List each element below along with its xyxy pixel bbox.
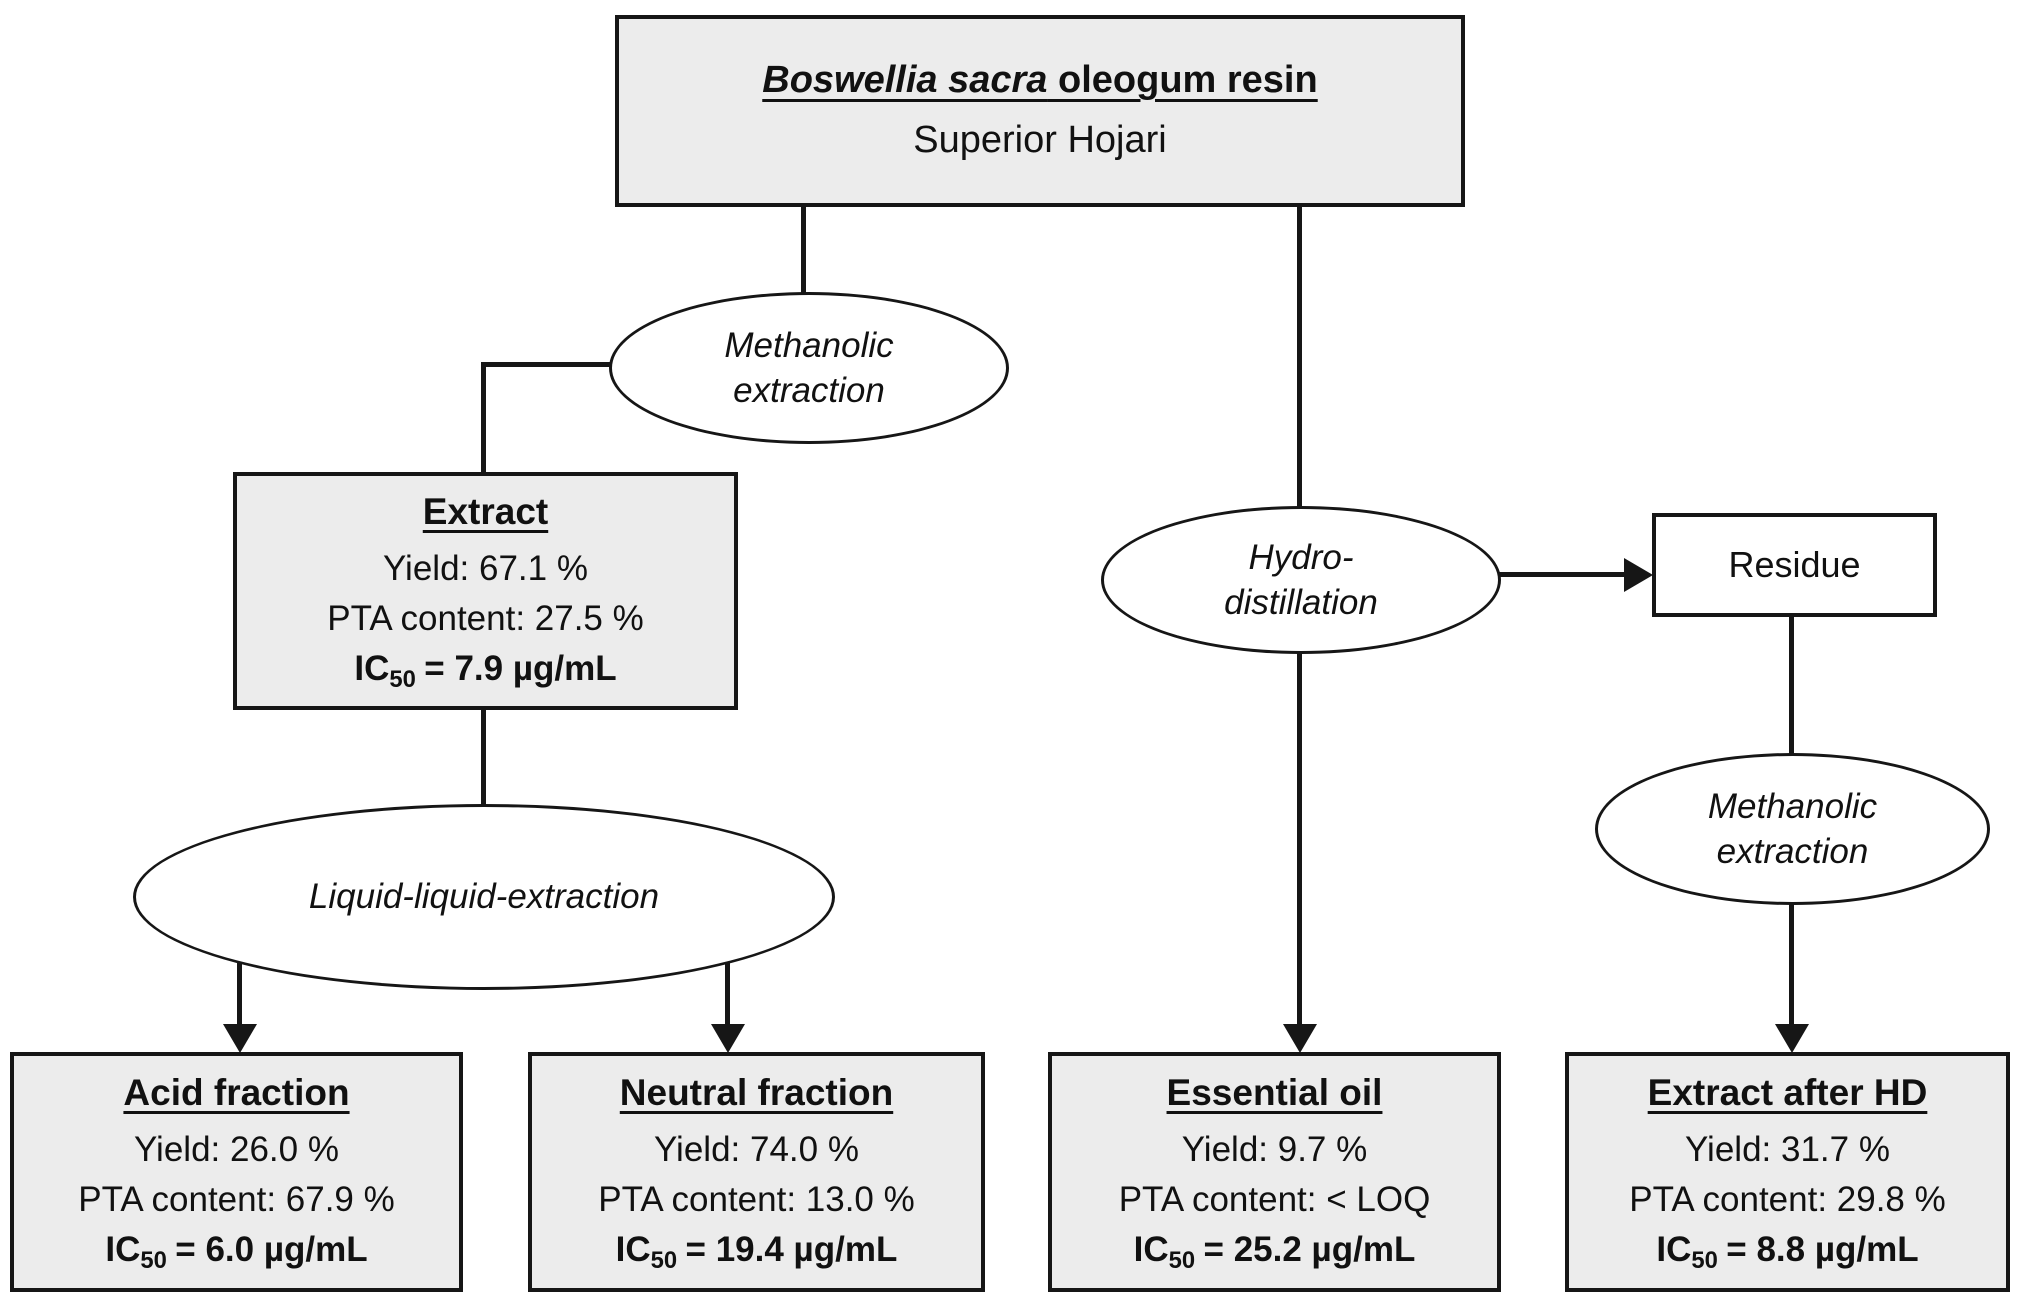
connector-methanolic-left-horizontal [481,362,641,367]
hydro-distillation-line1: Hydro- [1248,537,1354,577]
connector-methanolic-left-vertical [481,362,486,480]
connector-lle-to-neutral [725,930,730,1030]
residue-box-label: Residue [1728,544,1861,586]
acid-fraction-ic50: IC50 = 6.0 µg/mL [105,1225,367,1278]
ic-subscript: 50 [140,1246,167,1274]
methanolic-extraction-right-line1: Methanolic [1707,786,1878,826]
essential-oil-pta: PTA content: < LOQ [1118,1179,1431,1219]
liquid-liquid-extraction-label: Liquid-liquid-extraction [308,877,660,917]
neutral-fraction-title: Neutral fraction [619,1071,894,1113]
source-box-subtitle: Superior Hojari [913,119,1167,161]
extract-box-pta: PTA content: 27.5 % [327,598,644,638]
methanolic-extraction-left-line1: Methanolic [724,325,894,365]
ic-subscript: 50 [1691,1246,1718,1274]
arrowhead-neutral-fraction [711,1024,745,1053]
essential-oil-title: Essential oil [1166,1071,1383,1113]
essential-oil-box: Essential oil Yield: 9.7 % PTA content: … [1048,1052,1501,1292]
ic-value: = 7.9 µg/mL [424,648,617,688]
ic-subscript: 50 [1168,1246,1196,1274]
ic-prefix: IC [615,1229,651,1269]
source-box-title-species: Boswellia sacra [762,59,1048,102]
acid-fraction-box: Acid fraction Yield: 26.0 % PTA content:… [10,1052,463,1292]
source-box-title: Boswellia sacra oleogum resin [762,54,1317,108]
methanolic-extraction-left-line2: extraction [733,371,885,410]
essential-oil-yield: Yield: 9.7 % [1181,1130,1368,1170]
connector-extract-to-lle [481,706,486,814]
liquid-liquid-extraction-ellipse: Liquid-liquid-extraction [133,804,835,990]
arrowhead-acid-fraction [223,1024,257,1053]
connector-lle-to-acid [237,930,242,1030]
arrowhead-residue [1624,558,1653,592]
extract-after-hd-yield: Yield: 31.7 % [1685,1130,1890,1170]
extract-box-title: Extract [422,490,549,532]
methanolic-extraction-left-ellipse: Methanolic extraction [609,292,1009,444]
methanolic-extraction-right-ellipse: Methanolic extraction [1595,753,1990,905]
hydro-distillation-ellipse: Hydro- distillation [1101,506,1501,654]
ic-prefix: IC [105,1229,141,1269]
neutral-fraction-pta: PTA content: 13.0 % [598,1179,915,1219]
arrowhead-essential-oil [1283,1024,1317,1053]
connector-hydro-to-residue [1494,572,1628,577]
extract-after-hd-title: Extract after HD [1647,1071,1928,1113]
acid-fraction-title: Acid fraction [123,1071,350,1113]
hydro-distillation-line2: distillation [1224,583,1378,622]
ic-subscript: 50 [650,1246,678,1274]
connector-source-to-methanolic-left [801,203,806,303]
source-box: Boswellia sacra oleogum resin Superior H… [615,15,1465,207]
ic-value: = 8.8 µg/mL [1726,1229,1919,1269]
essential-oil-ic50: IC50= 25.2 µg/mL [1134,1225,1416,1278]
extract-box-yield: Yield: 67.1 % [383,549,588,589]
ic-prefix: IC [1133,1229,1169,1269]
ic-subscript: 50 [389,665,416,693]
methanolic-extraction-right-line2: extraction [1716,832,1869,871]
ic-prefix: IC [1656,1229,1692,1269]
residue-box: Residue [1652,513,1937,617]
source-box-title-rest: oleogum resin [1047,59,1318,102]
extract-after-hd-ic50: IC50 = 8.8 µg/mL [1656,1225,1918,1278]
acid-fraction-yield: Yield: 26.0 % [134,1130,339,1170]
ic-value: = 19.4 µg/mL [685,1229,898,1269]
ic-prefix: IC [354,648,390,688]
acid-fraction-pta: PTA content: 67.9 % [78,1179,395,1219]
neutral-fraction-ic50: IC50= 19.4 µg/mL [616,1225,898,1278]
arrowhead-extract-after-hd [1775,1024,1809,1053]
ic-value: = 25.2 µg/mL [1203,1229,1416,1269]
neutral-fraction-yield: Yield: 74.0 % [654,1130,859,1170]
extract-after-hd-box: Extract after HD Yield: 31.7 % PTA conte… [1565,1052,2010,1292]
neutral-fraction-box: Neutral fraction Yield: 74.0 % PTA conte… [528,1052,985,1292]
ic-value: = 6.0 µg/mL [175,1229,368,1269]
extract-box: Extract Yield: 67.1 % PTA content: 27.5 … [233,472,738,710]
extract-after-hd-pta: PTA content: 29.8 % [1629,1179,1946,1219]
extract-box-ic50: IC50 = 7.9 µg/mL [354,644,616,697]
